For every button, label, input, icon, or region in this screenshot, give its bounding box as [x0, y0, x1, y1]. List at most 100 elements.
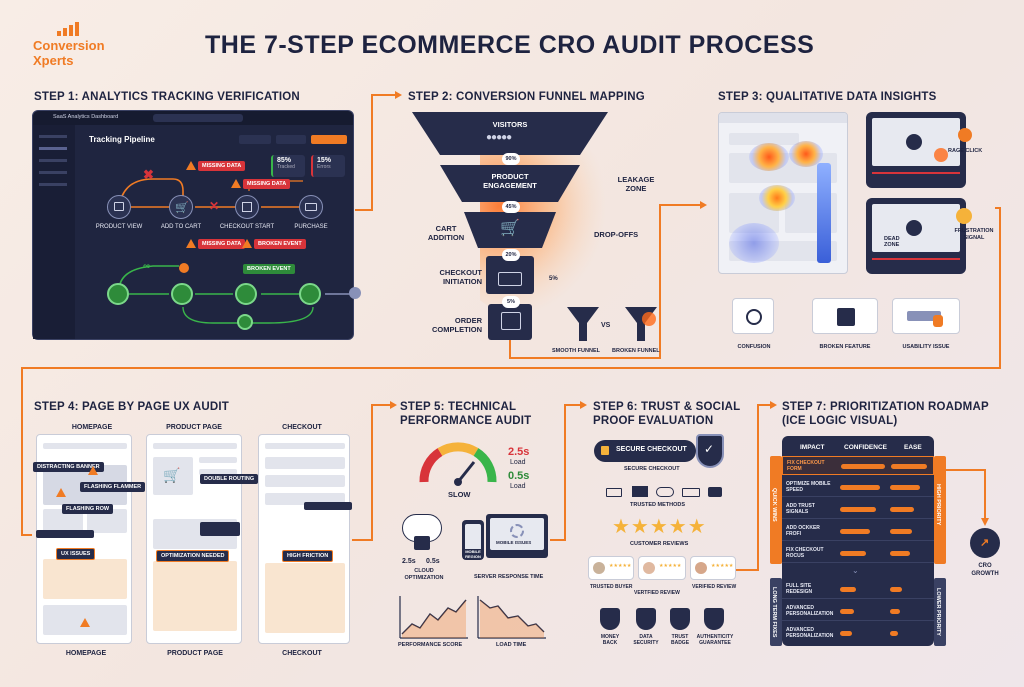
- check-node: [237, 314, 253, 330]
- ice-row: ADD TRUST SIGNALS: [782, 500, 934, 519]
- shield-check-icon: ✓: [696, 434, 724, 468]
- checkout-warning-tag: [304, 502, 352, 510]
- lower-priority-label: LOWER PRIORITY: [935, 588, 941, 636]
- usability-label: USABILITY ISSUE: [902, 344, 950, 350]
- funnel-stage-engagement: PRODUCT ENGAGEMENT: [483, 172, 537, 190]
- step6-title: PROOF EVALUATION: [593, 415, 714, 427]
- cart-icon: 🛒: [500, 220, 520, 237]
- ice-col-header: EASE: [904, 444, 922, 451]
- step7-title: (ICE LOGIC VISUAL): [782, 415, 898, 427]
- trusted-buyer-label: TRUSTED BUYER: [590, 584, 633, 590]
- badge-label: MONEY BACK: [600, 634, 620, 646]
- export-button[interactable]: [311, 135, 347, 144]
- node-add-to-cart[interactable]: [169, 195, 193, 219]
- cro-growth-label: CRO GROWTH: [971, 563, 999, 577]
- filter-button[interactable]: [276, 135, 306, 144]
- error-x-icon: ✕: [209, 199, 220, 213]
- play-button[interactable]: [906, 220, 922, 236]
- long-term-band: [770, 578, 782, 646]
- stat-errors: 15% Errors: [311, 155, 345, 177]
- hand-cursor-icon: [933, 315, 943, 327]
- trusted-methods-label: TRUSTED METHODS: [630, 502, 685, 508]
- lower-priority-band: [934, 578, 946, 646]
- performance-score-label: PERFORMANCE SCORE: [398, 642, 463, 648]
- ice-row: FULL SITE REDESIGN: [782, 580, 934, 599]
- product-page-mock: 🛒: [146, 434, 242, 644]
- rage-click-video: RAGE CLICK: [866, 112, 982, 188]
- review-card: ★★★★★: [690, 556, 736, 580]
- confusion-bubble: [732, 298, 774, 334]
- load-time-chart: [477, 596, 546, 639]
- login-icon: [242, 202, 252, 212]
- check-node: [107, 283, 129, 305]
- funnel-stage-checkout: CHECKOUT INITIATION: [439, 268, 483, 286]
- warning-icon: [88, 466, 98, 475]
- page-label-bottom: HOMEPAGE: [65, 650, 107, 657]
- hand-cursor-icon: [958, 128, 972, 142]
- step5-title: STEP 5: TECHNICAL: [400, 401, 517, 413]
- step3-title: STEP 3: QUALITATIVE DATA INSIGHTS: [718, 91, 937, 103]
- package-icon: [501, 312, 521, 330]
- load-slow-value: 2.5s: [508, 446, 530, 458]
- funnel: [412, 112, 608, 340]
- node-label: ADD TO CART: [160, 224, 202, 230]
- cart-icon: 🛒: [163, 467, 181, 483]
- filter-button[interactable]: [239, 135, 271, 144]
- broken-event-tag: BROKEN EVENT: [243, 264, 295, 274]
- review-card: ★★★★★: [588, 556, 634, 580]
- stat-tracked: 85% Tracked: [271, 155, 305, 177]
- rate-badge: 20%: [502, 249, 520, 261]
- cloud-value-a: 2.5s: [402, 558, 416, 565]
- step2-title: STEP 2: CONVERSION FUNNEL MAPPING: [408, 91, 645, 103]
- dropoffs-label: DROP-OFFS: [594, 230, 639, 239]
- ice-col-header: CONFIDENCE: [844, 444, 887, 451]
- node-checkout-start[interactable]: [235, 195, 259, 219]
- node-product-view[interactable]: [107, 195, 131, 219]
- node-label: PURCHASE: [294, 224, 328, 230]
- frustrated-face-icon: [956, 208, 972, 224]
- long-term-label: LONG TERM FIXES: [771, 586, 777, 638]
- node-label: PRODUCT VIEW: [95, 224, 143, 230]
- high-friction-tag: HIGH FRICTION: [282, 550, 334, 562]
- confusion-label: CONFUSION: [737, 344, 771, 350]
- rate-badge: 5%: [502, 296, 520, 308]
- badge-label: AUTHENTICITY GUARANTEE: [696, 634, 734, 646]
- dead-zone-label: DEAD ZONE: [884, 236, 900, 248]
- step7-title: STEP 7: PRIORITIZATION ROADMAP: [782, 401, 989, 413]
- link-icon: ∞: [143, 261, 151, 272]
- gear-icon: ↗: [970, 528, 1000, 558]
- checkout-page-mock: [258, 434, 350, 644]
- warning-icon: [186, 239, 196, 248]
- review-card: ★★★★★: [638, 556, 686, 580]
- users-icon: ●●●●●: [486, 132, 512, 143]
- page-label-top: CHECKOUT: [282, 424, 322, 431]
- pipeline-title: Tracking Pipeline: [89, 135, 155, 144]
- warning-icon: [186, 161, 196, 170]
- node-purchase[interactable]: [299, 195, 323, 219]
- secure-checkout-label: SECURE CHECKOUT: [624, 466, 680, 472]
- warning-circle-icon: [179, 263, 189, 273]
- warning-icon: [80, 618, 90, 627]
- distracting-banner-tag: DISTRACTING BANNER: [33, 462, 104, 472]
- leakage-zone-label: LEAKAGE ZONE: [617, 175, 655, 193]
- heatmap-window: [718, 112, 848, 274]
- end-node: [349, 287, 361, 299]
- rage-click-hotspot: [934, 148, 948, 162]
- search-input[interactable]: [153, 114, 243, 122]
- vs-label: VS: [601, 322, 611, 329]
- broken-icon: [837, 308, 855, 326]
- chart-bars-icon: [57, 22, 79, 36]
- load-word: Load: [510, 459, 526, 466]
- badge-label: DATA SECURITY: [633, 634, 659, 646]
- secure-checkout-button[interactable]: SECURE CHECKOUT: [594, 440, 696, 462]
- page-title: THE 7-STEP ECOMMERCE CRO AUDIT PROCESS: [205, 31, 815, 59]
- app-titlebar: SaaS Analytics Dashboard: [33, 111, 353, 125]
- gauge-label: SLOW: [448, 490, 471, 499]
- payment-icons: [606, 486, 724, 498]
- optimization-needed-tag: OPTIMIZATION NEEDED: [156, 550, 230, 562]
- play-button[interactable]: [906, 134, 922, 150]
- shield-icon: [636, 608, 656, 630]
- mobile-region-label: MOBILE REGION: [463, 549, 483, 559]
- card-icon: [305, 203, 317, 211]
